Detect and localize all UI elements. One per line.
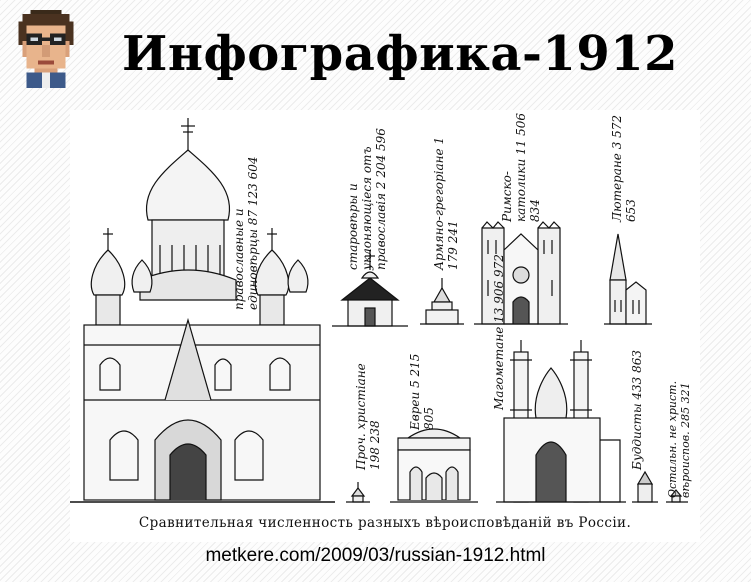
buddhist-temple-icon (632, 470, 658, 503)
infographic-caption: Сравнительная численность разныхъ вѣроис… (138, 515, 632, 531)
label-oldbelievers: старовѣры и уклоняющiеся отъ православія… (346, 128, 388, 270)
orthodox-cathedral-icon (70, 118, 335, 503)
label-catholic: Римско-католики 11 506 834 (500, 113, 542, 222)
label-armenian: Армяно-грегоріане 1 179 241 (432, 136, 460, 270)
lutheran-church-icon (604, 233, 652, 325)
page-title: Инфографика-1912 (121, 26, 679, 82)
label-pagans: Остальн. не христ. вѣроиспов. 285 321 (666, 380, 692, 498)
mosque-icon (496, 340, 626, 503)
label-orthodox: православные и единовѣрцы 87 123 604 (232, 156, 260, 311)
avatar-icon (14, 10, 78, 88)
synagogue-icon (390, 428, 478, 503)
source-url: metkere.com/2009/03/russian-1912.html (205, 545, 546, 566)
small-chapel-icon (346, 482, 370, 503)
infographic-plate: православные и единовѣрцы 87 123 604 ста… (70, 110, 700, 542)
label-lutheran: Лютеране 3 572 653 (610, 114, 638, 222)
label-otherchristian: Проч. христiане 198 238 (354, 363, 382, 470)
label-buddhists: Буддисты 433 863 (630, 349, 644, 470)
armenian-church-icon (420, 278, 464, 325)
shrine-icon (666, 489, 688, 503)
label-jews: Евреи 5 215 805 (408, 353, 436, 430)
catholic-cathedral-icon (474, 221, 568, 325)
label-muslims: Магометане 13 906 972 (492, 254, 506, 410)
wooden-chapel-icon (332, 250, 408, 327)
